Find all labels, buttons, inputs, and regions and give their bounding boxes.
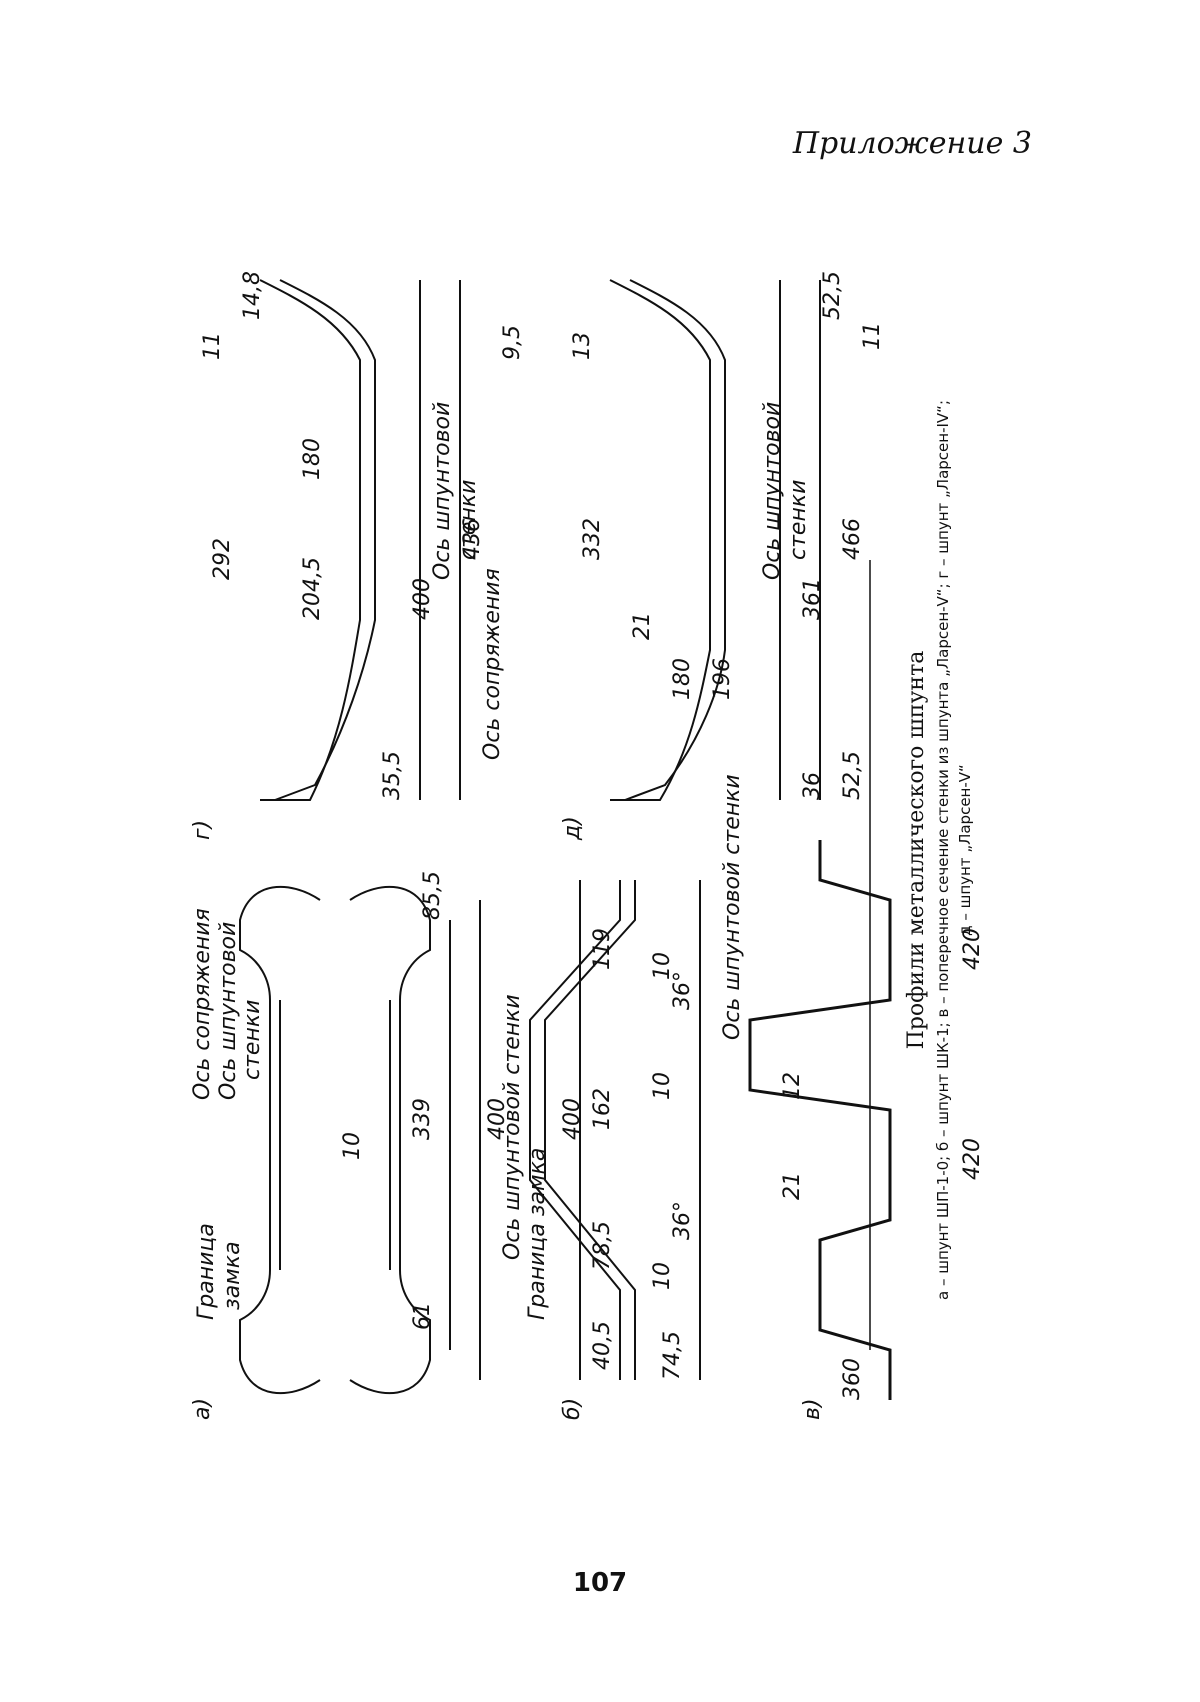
g-dim-180: 180 [300,438,325,480]
figure-g-letter: г) [190,820,215,840]
a-dim-339: 339 [410,1098,435,1140]
a-label-lock: замка [220,1241,245,1310]
caption-title: Профили металлического шпунта [904,260,929,1440]
a-dim-10: 10 [340,1132,365,1160]
d-dim-332: 332 [580,518,605,560]
d-label-wall: стенки [786,480,811,560]
figure-a-letter: а) [190,1398,215,1420]
v-dim-360: 360 [840,1358,865,1400]
g-dim-14-8: 14,8 [240,271,265,320]
g-dim-9-5: 9,5 [500,325,525,360]
d-dim-361: 361 [800,578,825,620]
d-label-axis-wall: Ось шпунтовой [760,402,785,580]
b-dim-10-c: 10 [650,1262,675,1290]
v-dim-21: 21 [780,1172,805,1200]
b-label-axis-wall-1: Ось шпунтовой стенки [500,994,525,1260]
g-dim-400: 400 [410,578,435,620]
a-label-wall: стенки [240,1000,265,1080]
g-dim-436: 436 [460,518,485,560]
b-dim-40-5: 40,5 [590,1321,615,1370]
b-dim-36-deg-a: 36° [670,971,695,1010]
d-dim-52-5-b: 52,5 [840,751,865,800]
drawings [180,260,990,1440]
g-label-axis-wall: Ось шпунтовой [430,402,455,580]
b-dim-36-deg-b: 36° [670,1201,695,1240]
d-dim-196: 196 [710,658,735,700]
a-dim-85-5: 85,5 [420,871,445,920]
figure-v-letter: в) [800,1398,825,1420]
page-header: Приложение 3 [793,126,1032,161]
d-dim-466: 466 [840,518,865,560]
b-dim-74-5: 74,5 [660,1331,685,1380]
v-dim-12: 12 [780,1072,805,1100]
rotated-figure-sheet: а) б) в) г) д) Ось сопряжения Ось шпунто… [180,260,990,1440]
b-dim-78-5: 78,5 [590,1221,615,1270]
g-dim-11: 11 [200,332,225,360]
d-dim-21: 21 [630,612,655,640]
page-number: 107 [573,1568,627,1598]
figure-d-letter: д) [560,816,585,840]
a-label-axis-wall: Ось шпунтовой [216,922,241,1100]
d-dim-36: 36 [800,772,825,800]
a-label-axis-joint: Ось сопряжения [190,908,215,1100]
g-dim-35-5: 35,5 [380,751,405,800]
caption-line-1: а – шпунт ШП-1-0; б – шпунт ШК-1; в – по… [934,260,952,1440]
a-dim-61: 61 [410,1302,435,1330]
g-dim-292: 292 [210,538,235,580]
a-label-lock-boundary: Граница [194,1223,219,1320]
b-dim-10-b: 10 [650,1072,675,1100]
d-dim-13: 13 [570,332,595,360]
b-label-axis-wall-2: Ось шпунтовой стенки [720,774,745,1040]
b-dim-162: 162 [590,1088,615,1130]
b-label-lock-boundary: Граница замка [525,1148,550,1320]
g-label-axis-joint: Ось сопряжения [480,568,505,760]
d-dim-52-5-a: 52,5 [820,271,845,320]
d-dim-11: 11 [860,322,885,350]
b-dim-119: 119 [590,928,615,970]
d-dim-180: 180 [670,658,695,700]
b-dim-400: 400 [560,1098,585,1140]
caption-line-2: д – шпунт „Ларсен-V“ [956,260,974,1440]
g-dim-204-5: 204,5 [300,557,325,620]
figure-b-letter: б) [560,1398,585,1420]
